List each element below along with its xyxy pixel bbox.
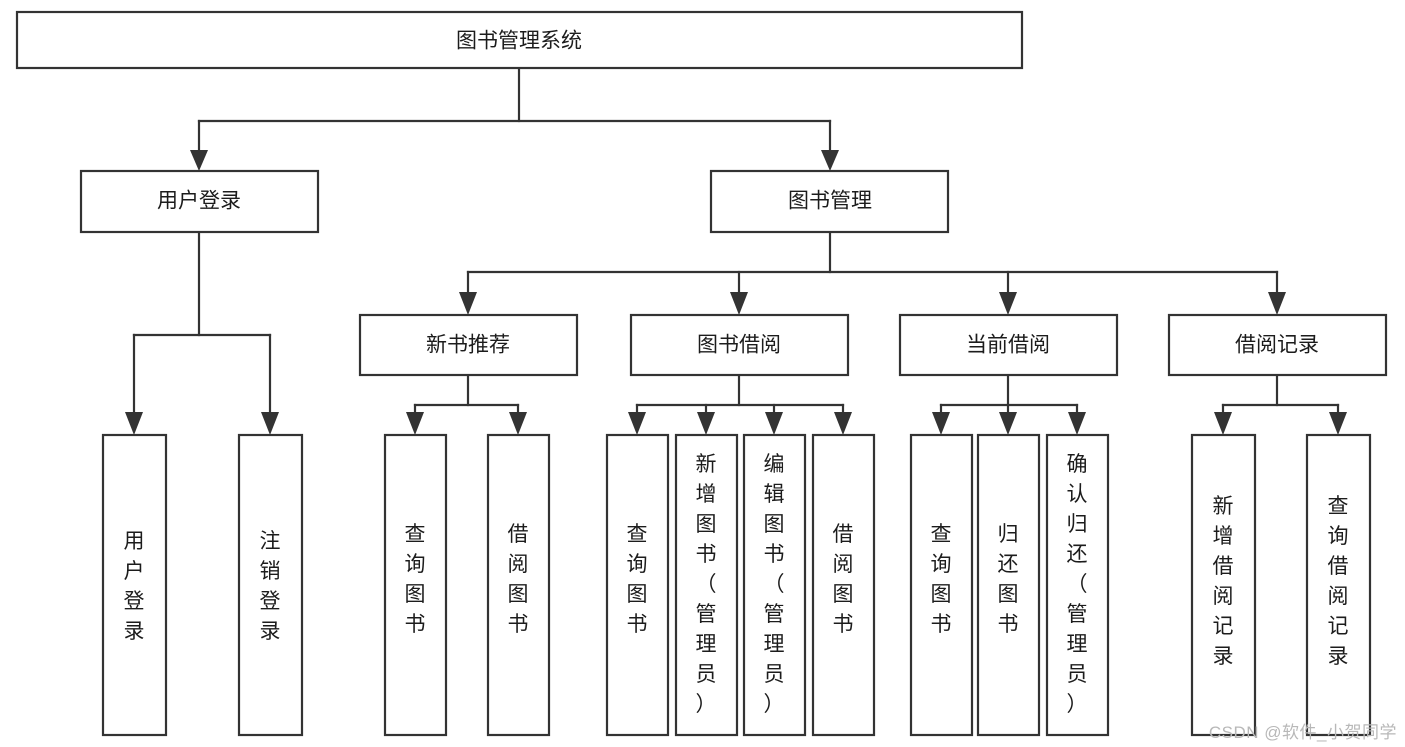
node-leaf-edit-book-label: 编辑图书（管理员） bbox=[764, 453, 785, 716]
leaf-label-group: 用户登录 注销登录 查询图书 借阅图书 查询图书 新增图书（管理员） 编辑图书（… bbox=[124, 453, 1349, 716]
arrow-borrow-record-c1 bbox=[1214, 412, 1232, 435]
arrow-root-to-user-login bbox=[190, 150, 208, 171]
arrow-book-borrow-c2 bbox=[697, 412, 715, 435]
node-leaf-return-book-label: 归还图书 bbox=[998, 523, 1019, 636]
node-borrow-record-label: 借阅记录 bbox=[1235, 334, 1319, 357]
node-book-management-label: 图书管理 bbox=[788, 190, 872, 213]
arrow-borrow-record-c2 bbox=[1329, 412, 1347, 435]
node-leaf-borrow-book-1-label: 借阅图书 bbox=[508, 523, 529, 636]
arrow-current-borrow-c3 bbox=[1068, 412, 1086, 435]
node-book-borrow[interactable]: 图书借阅 bbox=[629, 313, 850, 377]
node-leaf-return-book-box[interactable] bbox=[976, 433, 1041, 737]
arrow-user-login-right bbox=[261, 412, 279, 435]
node-leaf-add-book-box[interactable] bbox=[674, 433, 739, 737]
arrow-book-borrow-c3 bbox=[765, 412, 783, 435]
node-leaf-query-book-1-box[interactable] bbox=[383, 433, 448, 737]
node-book-borrow-box[interactable] bbox=[629, 313, 850, 377]
node-user-login-box[interactable] bbox=[79, 169, 320, 234]
node-leaf-query-book-1-label: 查询图书 bbox=[405, 523, 426, 636]
arrow-new-book-c2 bbox=[509, 412, 527, 435]
node-root-label: 图书管理系统 bbox=[456, 30, 582, 53]
node-leaf-query-record-label: 查询借阅记录 bbox=[1328, 495, 1349, 668]
connector-layer bbox=[125, 66, 1347, 435]
node-book-management-box[interactable] bbox=[709, 169, 950, 234]
node-leaf-query-book-2-label: 查询图书 bbox=[627, 523, 648, 636]
arrow-bm-to-new-book bbox=[459, 292, 477, 315]
node-leaf-user-login-label: 用户登录 bbox=[124, 530, 145, 643]
arrow-current-borrow-c1 bbox=[932, 412, 950, 435]
node-borrow-record[interactable]: 借阅记录 bbox=[1167, 313, 1388, 377]
node-user-login-label: 用户登录 bbox=[157, 190, 241, 213]
node-current-borrow-label: 当前借阅 bbox=[966, 334, 1050, 357]
node-leaf-confirm-return-box[interactable] bbox=[1045, 433, 1110, 737]
node-leaf-borrow-book-1-box[interactable] bbox=[486, 433, 551, 737]
node-leaf-borrow-book-2-label: 借阅图书 bbox=[833, 523, 854, 636]
node-leaf-edit-book-box[interactable] bbox=[742, 433, 807, 737]
node-current-borrow-box[interactable] bbox=[898, 313, 1119, 377]
leaf-node-group bbox=[101, 433, 1372, 737]
node-leaf-logout-login-label: 注销登录 bbox=[260, 530, 281, 643]
node-book-management[interactable]: 图书管理 bbox=[709, 169, 950, 234]
node-book-borrow-label: 图书借阅 bbox=[697, 334, 781, 357]
node-leaf-add-record-box[interactable] bbox=[1190, 433, 1257, 737]
node-root[interactable]: 图书管理系统 bbox=[15, 10, 1024, 70]
arrow-bm-to-borrow-record bbox=[1268, 292, 1286, 315]
node-new-book-recommend-label: 新书推荐 bbox=[426, 334, 510, 357]
node-leaf-query-book-3-label: 查询图书 bbox=[931, 523, 952, 636]
arrow-bm-to-current-borrow bbox=[999, 292, 1017, 315]
node-leaf-borrow-book-2-box[interactable] bbox=[811, 433, 876, 737]
node-leaf-query-record-box[interactable] bbox=[1305, 433, 1372, 737]
arrow-book-borrow-c4 bbox=[834, 412, 852, 435]
arrow-user-login-left bbox=[125, 412, 143, 435]
node-user-login[interactable]: 用户登录 bbox=[79, 169, 320, 234]
node-root-box[interactable] bbox=[15, 10, 1024, 70]
node-leaf-user-login-box[interactable] bbox=[101, 433, 168, 737]
node-borrow-record-box[interactable] bbox=[1167, 313, 1388, 377]
arrow-current-borrow-c2 bbox=[999, 412, 1017, 435]
node-leaf-add-record-label: 新增借阅记录 bbox=[1213, 495, 1234, 668]
node-new-book-recommend-box[interactable] bbox=[358, 313, 579, 377]
node-current-borrow[interactable]: 当前借阅 bbox=[898, 313, 1119, 377]
node-leaf-add-book-label: 新增图书（管理员） bbox=[696, 453, 717, 716]
arrow-book-borrow-c1 bbox=[628, 412, 646, 435]
arrow-root-to-book-management bbox=[821, 150, 839, 171]
node-leaf-query-book-2-box[interactable] bbox=[605, 433, 670, 737]
node-leaf-logout-login-box[interactable] bbox=[237, 433, 304, 737]
node-leaf-confirm-return-label: 确认归还（管理员） bbox=[1067, 453, 1088, 716]
node-leaf-query-book-3-box[interactable] bbox=[909, 433, 974, 737]
node-new-book-recommend[interactable]: 新书推荐 bbox=[358, 313, 579, 377]
arrow-new-book-c1 bbox=[406, 412, 424, 435]
arrow-bm-to-book-borrow bbox=[730, 292, 748, 315]
